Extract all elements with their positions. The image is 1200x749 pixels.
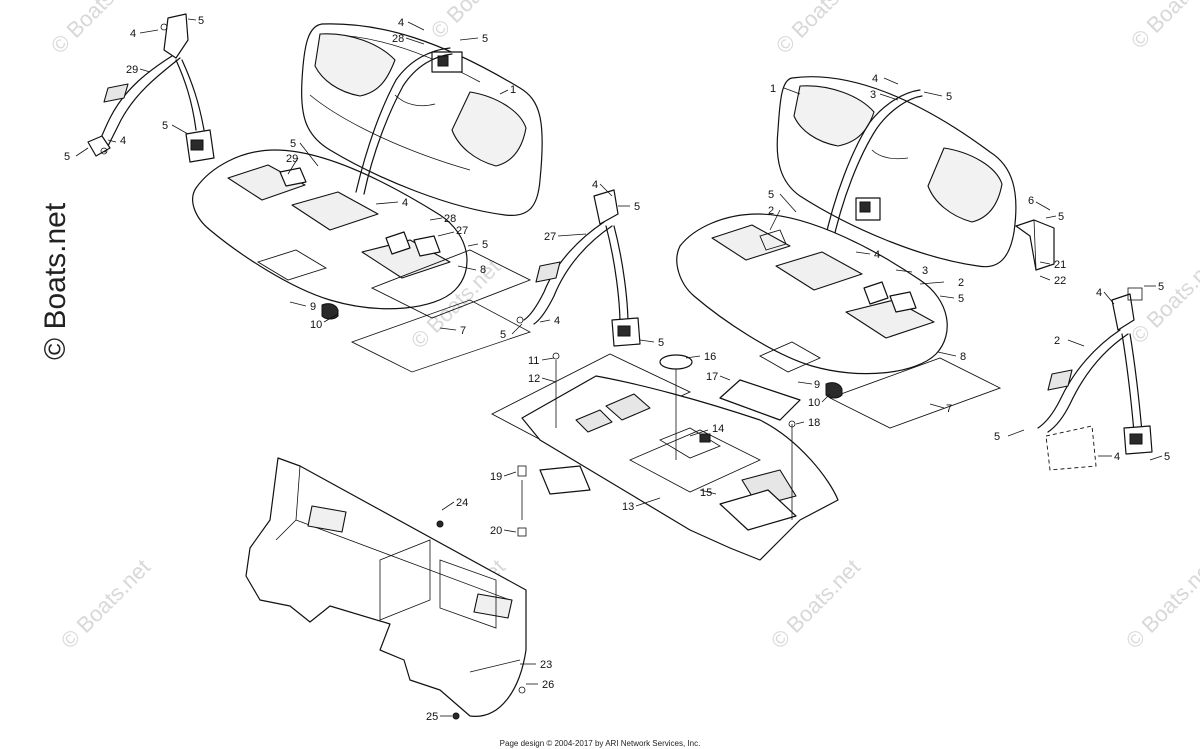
callout-label: 3 — [870, 89, 876, 101]
callout-label: 4 — [1096, 287, 1102, 299]
callout-label: 5 — [658, 337, 664, 349]
callout-label: 5 — [634, 201, 640, 213]
callout-label: 4 — [402, 197, 408, 209]
callout-label: 27 — [544, 231, 556, 243]
callout-label: 5 — [1158, 281, 1164, 293]
callout-label: 1 — [770, 83, 776, 95]
callout-label: 27 — [456, 225, 468, 237]
callout-label: 5 — [958, 293, 964, 305]
callout-label: 17 — [706, 371, 718, 383]
callout-label: 4 — [874, 249, 880, 261]
right-seat-cushion — [676, 213, 1002, 429]
callout-label: 26 — [542, 679, 554, 691]
callout-label: 1 — [510, 84, 516, 96]
callout-label: 5 — [994, 431, 1000, 443]
callout-label: 23 — [540, 659, 552, 671]
callout-label: 7 — [460, 325, 466, 337]
callout-label: 5 — [768, 189, 774, 201]
right-seat-belt — [1037, 287, 1153, 471]
callout-label: 19 — [490, 471, 502, 483]
left-seat-belt — [87, 13, 215, 163]
left-shoulder-belt — [355, 47, 453, 195]
floor-pan — [491, 353, 839, 561]
callout-label: 5 — [1164, 451, 1170, 463]
callout-label: 4 — [592, 179, 598, 191]
callout-label: 24 — [456, 497, 468, 509]
left-seat-back — [301, 23, 543, 217]
callout-label: 28 — [392, 33, 404, 45]
callout-label: 2 — [958, 277, 964, 289]
callout-label: 5 — [500, 329, 506, 341]
floor-pad — [659, 354, 693, 460]
callout-label: 4 — [1114, 451, 1120, 463]
page-footer: Page design © 2004-2017 by ARI Network S… — [499, 739, 701, 748]
callout-label: 5 — [198, 15, 204, 27]
watermark: © Boats.net — [766, 554, 865, 653]
callout-label: 5 — [162, 120, 168, 132]
callout-label: 10 — [310, 319, 322, 331]
callout-label: 10 — [808, 397, 820, 409]
callout-label: 4 — [130, 28, 136, 40]
rear-panel — [245, 457, 527, 720]
floor-fasteners — [517, 352, 796, 537]
callout-label: 4 — [872, 73, 878, 85]
leader-lines — [75, 18, 1163, 717]
callout-label: 21 — [1054, 259, 1066, 271]
callout-label: 5 — [64, 151, 70, 163]
watermark: © Boats.net — [1126, 0, 1200, 54]
right-shoulder-belt — [823, 89, 923, 247]
callout-label: 13 — [622, 501, 634, 513]
watermark: © Boats.net — [1121, 554, 1200, 653]
callout-label: 4 — [120, 135, 126, 147]
callout-label: 4 — [554, 315, 560, 327]
watermark: © Boats.net — [56, 554, 155, 653]
callout-label: 18 — [808, 417, 820, 429]
callout-label: 15 — [700, 487, 712, 499]
callout-label: 25 — [426, 711, 438, 723]
callout-label: 3 — [922, 265, 928, 277]
callout-label: 29 — [286, 153, 298, 165]
watermark: © Boats.net — [426, 0, 525, 44]
callout-label: 5 — [946, 91, 952, 103]
callout-label: 11 — [528, 355, 539, 367]
callout-label: 5 — [482, 33, 488, 45]
callout-label: 9 — [814, 379, 820, 391]
callout-label: 7 — [946, 403, 952, 415]
center-seat-belt — [516, 189, 641, 347]
callout-label: 2 — [768, 205, 774, 217]
watermark: © Boats.net — [771, 0, 870, 59]
callout-label: 12 — [528, 373, 540, 385]
callout-label: 8 — [960, 351, 966, 363]
callout-label: 6 — [1028, 195, 1034, 207]
callout-label: 4 — [398, 17, 404, 29]
callout-label: 16 — [704, 351, 716, 363]
seat-bracket — [1015, 219, 1055, 271]
callout-label: 2 — [1054, 335, 1060, 347]
left-seat-cushion — [192, 149, 532, 373]
callout-label: 5 — [1058, 211, 1064, 223]
floor-plate — [719, 379, 801, 421]
callout-label: 5 — [290, 138, 296, 150]
right-seat-back — [776, 76, 1017, 268]
watermark: © Boats.net — [1126, 249, 1200, 348]
watermark-main: © Boats.net — [39, 202, 72, 360]
callout-label: 14 — [712, 423, 724, 435]
callout-label: 22 — [1054, 275, 1066, 287]
callouts: 5 4 29 5 4 5 4 28 5 1 5 29 4 28 27 5 8 9… — [64, 15, 1170, 723]
callout-label: 9 — [310, 301, 316, 313]
callout-label: 28 — [444, 213, 456, 225]
callout-label: 5 — [482, 239, 488, 251]
callout-label: 29 — [126, 64, 138, 76]
callout-label: 8 — [480, 264, 486, 276]
callout-label: 20 — [490, 525, 502, 537]
